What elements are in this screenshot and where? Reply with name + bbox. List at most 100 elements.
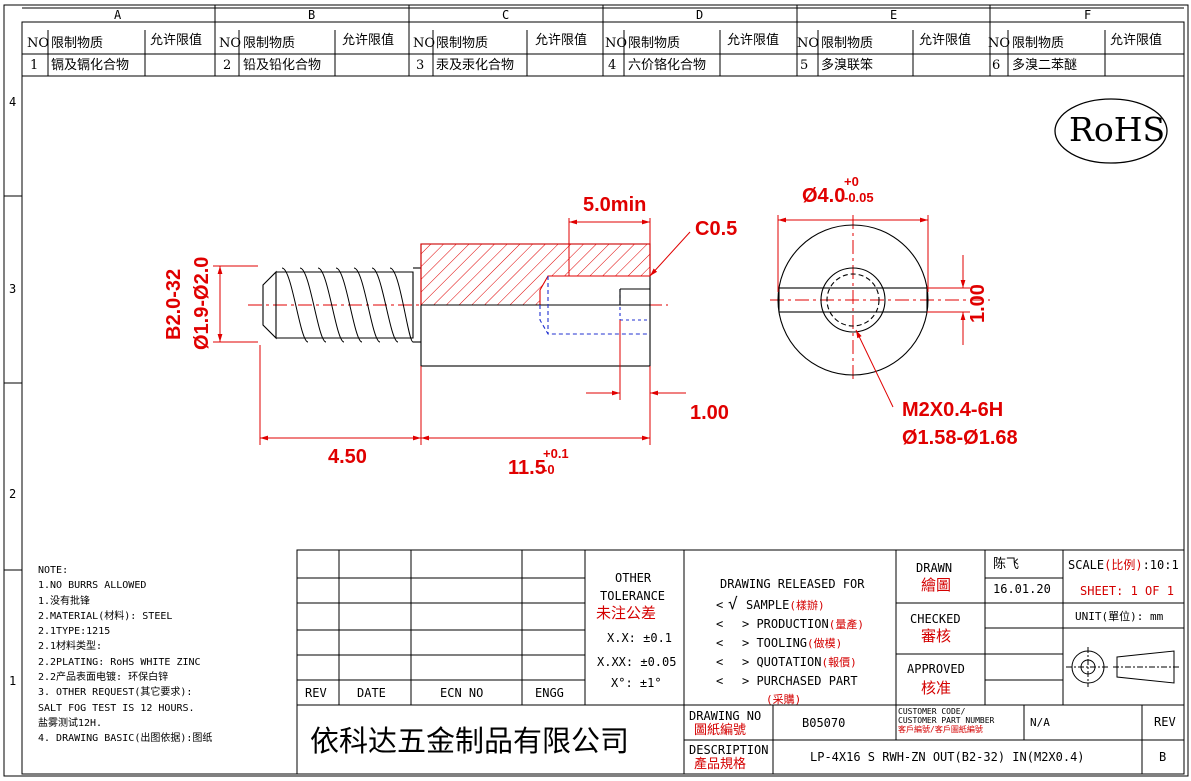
zone-col-c: C [502,8,510,22]
dimension-lines [213,215,970,445]
release-list: <√SAMPLE(樣辦) <> PRODUCTION(量產) <> TOOLIN… [716,595,864,709]
hdr-substance: 限制物质 [628,36,681,51]
dim-slot-width: 1.00 [967,284,989,323]
approved-label-cn: 核准 [921,679,952,697]
dim-body-length: 11.5 [508,457,546,479]
release-purchased-cn: (采購) [766,693,802,706]
sheet-label: SHEET: 1 OF 1 [1080,584,1174,598]
dim-od-tol-lower: -0.05 [844,190,874,205]
zone-row-1: 1 [9,674,17,688]
checked-label: CHECKED [910,612,961,626]
note-line: 3. OTHER REQUEST(其它要求): [38,687,193,699]
drawn-date: 16.01.20 [993,582,1051,596]
drawn-label-cn: 繪圖 [921,576,952,594]
item-no: 1 [30,58,39,73]
note-line: 1.NO BURRS ALLOWED [38,580,147,592]
zone-col-d: D [696,8,704,22]
item-no: 6 [992,58,1001,73]
hdr-limit: 允许限值 [150,33,203,48]
item-no: 4 [608,58,617,73]
part-side-view [262,243,651,367]
release-item-tooling[interactable]: <> TOOLING(做模) [716,636,843,650]
hdr-limit: 允许限值 [535,33,588,48]
drawn-label: DRAWN [916,561,953,575]
engg-header: ENGG [535,686,564,700]
drawn-by: 陈飞 [993,557,1020,572]
drawing-no-label: DRAWING NO [689,709,762,723]
tolerance-x1: X.X: ±0.1 [607,631,673,645]
date-header: DATE [357,686,386,700]
hdr-no: NO [27,36,50,51]
hdr-no: NO [988,36,1011,51]
dim-stud-length: 4.50 [328,446,367,468]
description-label: DESCRIPTION [689,743,769,757]
tolerance-title-2: TOLERANCE [600,589,666,603]
release-item-purchased[interactable]: <> PURCHASED PART [716,674,858,688]
note-line: 4. DRAWING BASIC(出图依据):图纸 [38,733,213,745]
hdr-limit: 允许限值 [1110,33,1163,48]
restricted-table-grid [22,22,1184,77]
drawing-no-label-cn: 圖紙編號 [694,723,747,738]
note-line: NOTE: [38,565,69,576]
item-no: 2 [223,58,232,73]
note-line: 1.没有批锋 [38,595,91,607]
note-line: 盐雾测试12H. [38,717,103,729]
dim-tap-diameter: Ø1.58-Ø1.68 [902,427,1018,449]
rev-value: B [1159,750,1167,764]
scale-label: SCALE(比例):10:1 [1068,558,1179,572]
description-label-cn: 產品規格 [694,757,747,772]
rev-label: REV [1154,715,1176,729]
hdr-substance: 限制物质 [821,36,874,51]
hdr-no: NO [605,36,628,51]
item-name: 多溴联笨 [821,58,874,73]
dim-outer-diameter: Ø4.0 [802,185,846,207]
part-end-view [777,224,929,376]
item-no: 3 [416,58,425,73]
checked-label-cn: 審核 [921,627,952,645]
hdr-substance: 限制物质 [51,36,104,51]
dim-tap-spec: M2X0.4-6H [902,399,1004,421]
tolerance-x2: X.XX: ±0.05 [597,655,677,669]
note-line: 2.2产品表面电镀: 环保白锌 [38,672,169,684]
zone-row-3: 3 [9,282,17,296]
release-item-production[interactable]: <> PRODUCTION(量產) [716,617,864,631]
dim-body-tol-upper: +0.1 [543,446,569,461]
item-name: 六价铬化合物 [628,58,707,73]
company-name: 依科达五金制品有限公司 [310,724,630,758]
item-no: 5 [800,58,809,73]
dim-thread-spec: B2.0-32 [163,268,185,340]
rev-header: REV [305,686,327,700]
zone-col-a: A [114,8,122,22]
projection-symbol [1066,647,1180,687]
customer-value: N/A [1030,716,1050,729]
description-value: LP-4X16 S RWH-ZN OUT(B2-32) IN(M2X0.4) [810,750,1085,764]
hdr-limit: 允许限值 [919,33,972,48]
dim-slot-depth: 1.00 [690,402,729,424]
dim-chamfer: C0.5 [695,218,738,240]
item-name: 镉及镉化合物 [51,58,130,73]
release-item-sample[interactable]: <√SAMPLE(樣辦) [716,594,825,613]
dim-length-min: 5.0min [583,194,647,216]
dim-od-tol-upper: +0 [844,174,859,189]
customer-pn-label: CUSTOMER PART NUMBER [898,716,995,725]
note-line: SALT FOG TEST IS 12 HOURS. [38,702,195,714]
title-block-grid [296,549,1185,775]
note-line: 2.MATERIAL(材料): STEEL [38,610,173,622]
note-line: 2.2PLATING: RoHS WHITE ZINC [38,656,201,668]
customer-code-label: CUSTOMER CODE/ [898,707,966,716]
tolerance-x3: X°: ±1° [611,676,662,690]
tolerance-title-cn: 未注公差 [596,604,657,622]
item-name: 铅及铅化合物 [243,58,322,73]
note-line: 2.1材料类型: [38,641,103,653]
hdr-limit: 允许限值 [727,33,780,48]
hdr-substance: 限制物质 [243,36,296,51]
unit-label: UNIT(單位): mm [1075,610,1164,623]
ecn-header: ECN NO [440,686,484,700]
checkmark-icon: √ [728,594,738,613]
note-line: 2.1TYPE:1215 [38,626,111,638]
release-item-quotation[interactable]: <> QUOTATION(報價) [716,655,857,669]
drawing-no: B05070 [802,716,846,730]
dim-body-tol-lower: -0 [543,462,555,477]
zone-row-4: 4 [9,95,17,109]
